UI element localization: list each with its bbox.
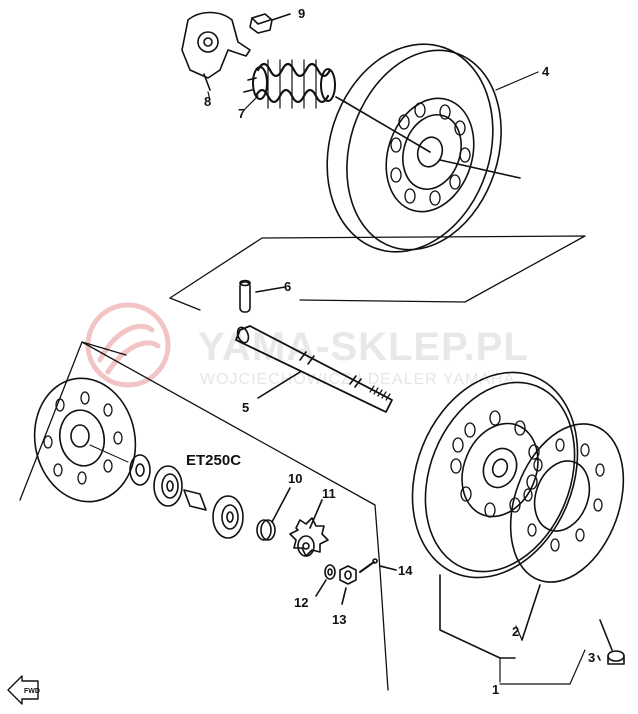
watermark-logo-icon [85,302,171,388]
part-left-disc [33,377,137,503]
callout-12: 12 [294,595,308,610]
part-11-sprocket [289,499,329,557]
callout-9: 9 [298,6,305,21]
callout-8: 8 [204,94,211,109]
part-6-pin [239,279,286,313]
leader-lines [207,71,586,685]
part-14-cotter-pin [359,558,397,573]
callout-3: 3 [588,650,595,665]
bearing-plane-frame [19,341,389,691]
part-2-cover-plate [509,423,625,641]
callout-6: 6 [284,279,291,294]
part-1-fixed-sheave [411,371,579,659]
part-3-bolt [597,619,625,665]
callout-11: 11 [322,486,336,501]
bearing-stack [89,444,244,539]
part-10-collar [256,487,291,541]
watermark-sub-text: WOJCIECHOWICZ | DEALER YAMAHA [200,371,515,388]
callout-labels: 9 8 7 4 6 5 10 11 12 13 14 2 3 1 [204,6,595,697]
part-7-spring [243,59,346,109]
front-arrow-label: FWD [24,688,40,695]
part-12-washer [315,564,336,597]
front-arrow-icon: FWD [7,675,40,705]
part-5-shaft [235,325,393,413]
callout-4: 4 [542,64,550,79]
part-8-weight-arm [181,11,251,91]
callout-13: 13 [332,612,346,627]
pin-plane-frame [169,235,586,311]
watermark: YAMA-SKLEP.PL WOJCIECHOWICZ | DEALER YAM… [85,302,529,388]
callout-1: 1 [492,682,499,697]
callout-5: 5 [242,400,249,415]
part-9-fitting [249,13,291,34]
callout-14: 14 [398,563,413,578]
model-label: ET250C [186,452,241,469]
callout-7: 7 [238,106,245,121]
callout-2: 2 [512,624,519,639]
callout-10: 10 [288,471,302,486]
part-4-sheave-disc [326,43,521,253]
watermark-main-text: YAMA-SKLEP.PL [198,325,529,369]
part-13-nut [339,565,357,605]
